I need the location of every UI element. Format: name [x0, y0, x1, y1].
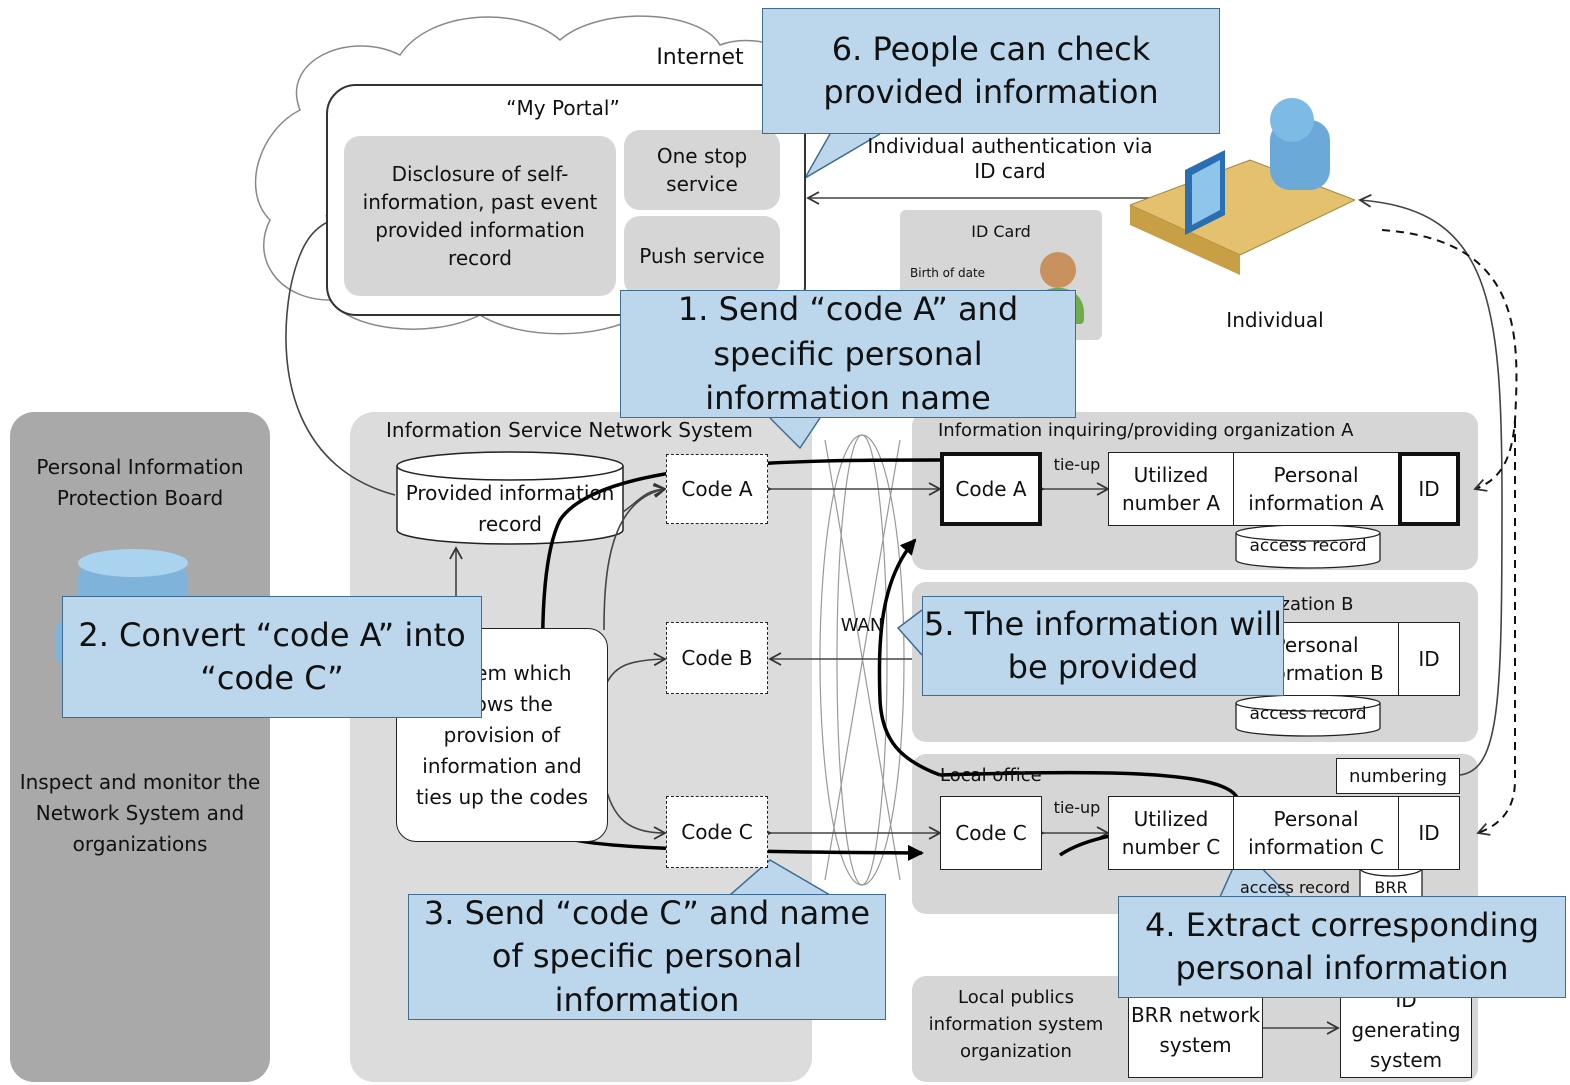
- wan-ellipses: [819, 434, 905, 886]
- wan-label: WAN: [840, 615, 884, 636]
- local-code-c: Code C: [940, 796, 1042, 870]
- provided-record-label: Provided information record: [405, 481, 615, 536]
- board-title: Personal Information Protection Board: [36, 455, 244, 510]
- id-card-title: ID Card: [971, 222, 1031, 241]
- numbering-box: numbering: [1336, 758, 1460, 794]
- internet-label: Internet: [656, 45, 744, 70]
- local-brr: BRR: [1374, 878, 1408, 897]
- callout-5: 5. The information will be provided: [922, 596, 1284, 696]
- local-id: ID: [1398, 796, 1460, 870]
- callout-6: 6. People can check provided information: [762, 8, 1220, 134]
- callout-4: 4. Extract corresponding personal inform…: [1118, 896, 1566, 998]
- local-utilized: Utilized number C: [1108, 796, 1234, 870]
- individual-label: Individual: [1226, 308, 1324, 332]
- id-generating-system: ID generating system: [1340, 982, 1472, 1078]
- auth-label: Individual authentication via ID card: [867, 134, 1153, 183]
- board-panel: [10, 412, 270, 1082]
- org-a-utilized: Utilized number A: [1108, 452, 1234, 526]
- person-photo-icon: [1040, 252, 1076, 288]
- isns-code-b: Code B: [666, 622, 768, 694]
- local-access: access record: [1239, 878, 1351, 897]
- org-a-code: Code A: [940, 452, 1042, 526]
- disclosure-service[interactable]: Disclosure of self-information, past eve…: [344, 136, 616, 296]
- org-b-id: ID: [1398, 622, 1460, 696]
- portal-title: “My Portal”: [506, 96, 620, 120]
- callout-1: 1. Send “code A” and specific personal i…: [620, 290, 1076, 418]
- local-personal: Personal information C: [1233, 796, 1399, 870]
- org-a-id: ID: [1398, 452, 1460, 526]
- board-description: Inspect and monitor the Network System a…: [19, 770, 261, 856]
- brr-network-system: BRR network system: [1128, 982, 1263, 1078]
- org-a-title: Information inquiring/providing organiza…: [938, 420, 1354, 441]
- provided-record-cylinder: [396, 451, 624, 545]
- callout-2: 2. Convert “code A” into “code C”: [62, 596, 482, 718]
- isns-code-a: Code A: [666, 454, 768, 524]
- local-publics-title: Local publics information system organiz…: [928, 987, 1104, 1062]
- org-a-personal: Personal information A: [1233, 452, 1399, 526]
- callout-3: 3. Send “code C” and name of specific pe…: [408, 894, 886, 1020]
- org-b-access: access record: [1249, 704, 1367, 724]
- local-tie-up: tie-up: [1053, 798, 1101, 817]
- local-office-title: Local office: [940, 765, 1042, 786]
- id-card-birth: Birth of date: [910, 266, 986, 280]
- individual-computer-icon: [1128, 90, 1357, 290]
- one-stop-service[interactable]: One stop service: [624, 130, 780, 210]
- isns-title: Information Service Network System: [386, 418, 753, 442]
- isns-code-c: Code C: [666, 796, 768, 868]
- org-a-access: access record: [1249, 536, 1367, 556]
- push-service[interactable]: Push service: [624, 216, 780, 296]
- system-box: System which allows the provision of inf…: [396, 628, 608, 842]
- org-a-tie-up: tie-up: [1053, 455, 1101, 474]
